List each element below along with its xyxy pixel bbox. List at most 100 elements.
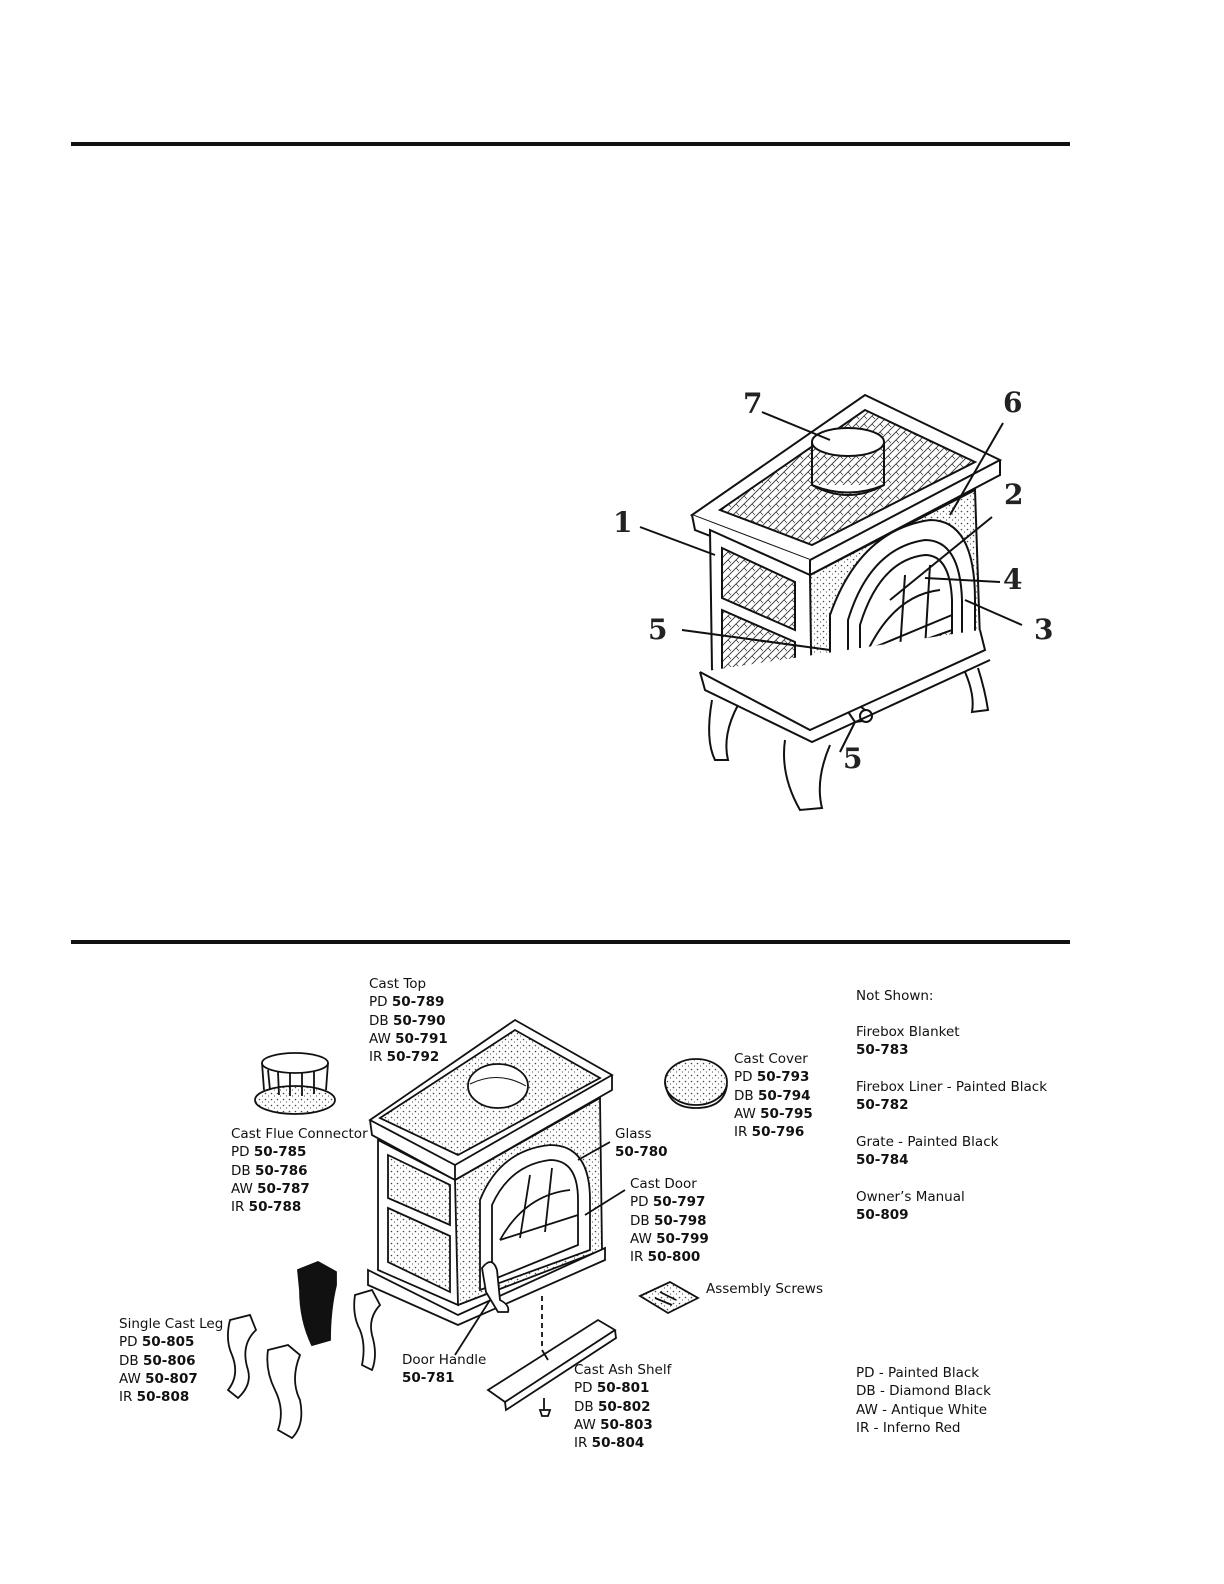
leg-ir-code: 50-808 xyxy=(136,1389,190,1406)
cast-cover-drawing xyxy=(664,1058,728,1109)
leg-db-code: 50-806 xyxy=(142,1352,196,1369)
ash-pd-code: 50-801 xyxy=(596,1380,650,1397)
callout-5-lower: 5 xyxy=(843,742,863,775)
ash-ir-code: 50-804 xyxy=(591,1435,645,1452)
top-rule xyxy=(71,142,1070,146)
flue-connector-name: Cast Flue Connector xyxy=(231,1126,368,1142)
label-assembly-screws: Assembly Screws xyxy=(706,1280,823,1298)
ash-pd: PD xyxy=(574,1380,593,1397)
grate-code: 50-784 xyxy=(856,1152,909,1169)
not-shown-item-grate: Grate - Painted Black 50-784 xyxy=(856,1133,998,1170)
door-pd: PD xyxy=(630,1194,649,1211)
callout-2: 2 xyxy=(1004,478,1024,511)
cast-cover-name: Cast Cover xyxy=(734,1051,808,1067)
door-ir: IR xyxy=(630,1249,644,1266)
flue-pd-code: 50-785 xyxy=(253,1144,307,1161)
not-shown-item-firebox-blanket: Firebox Blanket 50-783 xyxy=(856,1023,960,1060)
cover-aw: AW xyxy=(734,1105,756,1122)
owners-manual-name: Owner’s Manual xyxy=(856,1189,965,1205)
cover-db: DB xyxy=(734,1087,754,1104)
flue-ir-code: 50-788 xyxy=(248,1199,302,1216)
label-cast-door: Cast Door PD 50-797 DB 50-798 AW 50-799 … xyxy=(630,1175,709,1266)
leg-ir: IR xyxy=(119,1389,133,1406)
label-door-handle: Door Handle 50-781 xyxy=(402,1351,486,1388)
cast-top-ir: IR xyxy=(369,1049,383,1066)
leg-pd: PD xyxy=(119,1334,138,1351)
cover-aw-code: 50-795 xyxy=(760,1105,813,1122)
flue-pd: PD xyxy=(231,1144,250,1161)
not-shown-item-firebox-liner: Firebox Liner - Painted Black 50-782 xyxy=(856,1078,1047,1115)
callout-6: 6 xyxy=(1003,386,1023,419)
cover-pd: PD xyxy=(734,1069,753,1086)
cast-top-db-code: 50-790 xyxy=(392,1012,446,1029)
ash-db-code: 50-802 xyxy=(597,1398,651,1415)
callout-3: 3 xyxy=(1034,613,1054,646)
middle-rule xyxy=(71,940,1070,944)
door-aw: AW xyxy=(630,1230,652,1247)
firebox-blanket-name: Firebox Blanket xyxy=(856,1024,960,1040)
firebox-liner-code: 50-782 xyxy=(856,1097,909,1114)
legs-drawing xyxy=(226,1261,382,1440)
not-shown-title: Not Shown: xyxy=(856,988,934,1004)
ash-aw: AW xyxy=(574,1416,596,1433)
leg-name: Single Cast Leg xyxy=(119,1316,224,1332)
leg-aw: AW xyxy=(119,1370,141,1387)
cast-top-db: DB xyxy=(369,1012,389,1029)
cast-top-pd-code: 50-789 xyxy=(391,994,445,1011)
owners-manual-code: 50-809 xyxy=(856,1207,909,1224)
flue-aw: AW xyxy=(231,1180,253,1197)
cast-top-pd: PD xyxy=(369,994,388,1011)
legend-ir: IR - Inferno Red xyxy=(856,1419,961,1436)
flue-connector-drawing xyxy=(254,1052,336,1115)
cast-top-aw: AW xyxy=(369,1030,391,1047)
ash-shelf-name: Cast Ash Shelf xyxy=(574,1362,672,1378)
label-single-cast-leg: Single Cast Leg PD 50-805 DB 50-806 AW 5… xyxy=(119,1315,223,1406)
leg-db: DB xyxy=(119,1352,139,1369)
cast-top-aw-code: 50-791 xyxy=(395,1030,448,1047)
label-cast-top: Cast Top PD 50-789 DB 50-790 AW 50-791 I… xyxy=(369,975,448,1066)
cover-db-code: 50-794 xyxy=(757,1087,811,1104)
door-handle-name: Door Handle xyxy=(402,1352,487,1368)
label-ash-shelf: Cast Ash Shelf PD 50-801 DB 50-802 AW 50… xyxy=(574,1361,671,1452)
door-pd-code: 50-797 xyxy=(652,1194,706,1211)
legend-pd: PD - Painted Black xyxy=(856,1365,980,1381)
ash-ir: IR xyxy=(574,1435,588,1452)
callout-4: 4 xyxy=(1003,563,1023,596)
door-db: DB xyxy=(630,1212,650,1229)
screws-packet-drawing xyxy=(638,1280,700,1315)
flue-db-code: 50-786 xyxy=(254,1162,308,1179)
label-flue-connector: Cast Flue Connector PD 50-785 DB 50-786 … xyxy=(231,1125,368,1216)
legend-aw: AW - Antique White xyxy=(856,1401,988,1418)
door-aw-code: 50-799 xyxy=(656,1230,709,1247)
not-shown-item-owners-manual: Owner’s Manual 50-809 xyxy=(856,1188,965,1225)
flue-ir: IR xyxy=(231,1199,245,1216)
leg-pd-code: 50-805 xyxy=(141,1334,195,1351)
glass-name: Glass xyxy=(615,1126,652,1142)
leg-aw-code: 50-807 xyxy=(145,1370,198,1387)
label-cast-cover: Cast Cover PD 50-793 DB 50-794 AW 50-795… xyxy=(734,1050,813,1141)
glass-code: 50-780 xyxy=(615,1144,668,1161)
grate-name: Grate - Painted Black xyxy=(856,1134,999,1150)
callout-7: 7 xyxy=(743,387,763,420)
callout-5-upper: 5 xyxy=(648,613,668,646)
cast-top-ir-code: 50-792 xyxy=(386,1049,440,1066)
cast-door-name: Cast Door xyxy=(630,1176,697,1192)
firebox-blanket-code: 50-783 xyxy=(856,1042,909,1059)
cover-ir: IR xyxy=(734,1124,748,1141)
assembly-screws-name: Assembly Screws xyxy=(706,1281,823,1297)
callout-1: 1 xyxy=(613,506,633,539)
label-glass: Glass 50-780 xyxy=(615,1125,668,1162)
firebox-liner-name: Firebox Liner - Painted Black xyxy=(856,1079,1048,1095)
ash-shelf-drawing xyxy=(486,1296,617,1417)
flue-aw-code: 50-787 xyxy=(257,1180,310,1197)
cover-pd-code: 50-793 xyxy=(756,1069,810,1086)
legend-db: DB - Diamond Black xyxy=(856,1383,991,1400)
stove-body-drawing xyxy=(367,1018,614,1326)
door-handle-code: 50-781 xyxy=(402,1370,455,1387)
cover-ir-code: 50-796 xyxy=(751,1124,805,1141)
door-ir-code: 50-800 xyxy=(647,1249,701,1266)
ash-db: DB xyxy=(574,1398,594,1415)
door-db-code: 50-798 xyxy=(653,1212,707,1229)
